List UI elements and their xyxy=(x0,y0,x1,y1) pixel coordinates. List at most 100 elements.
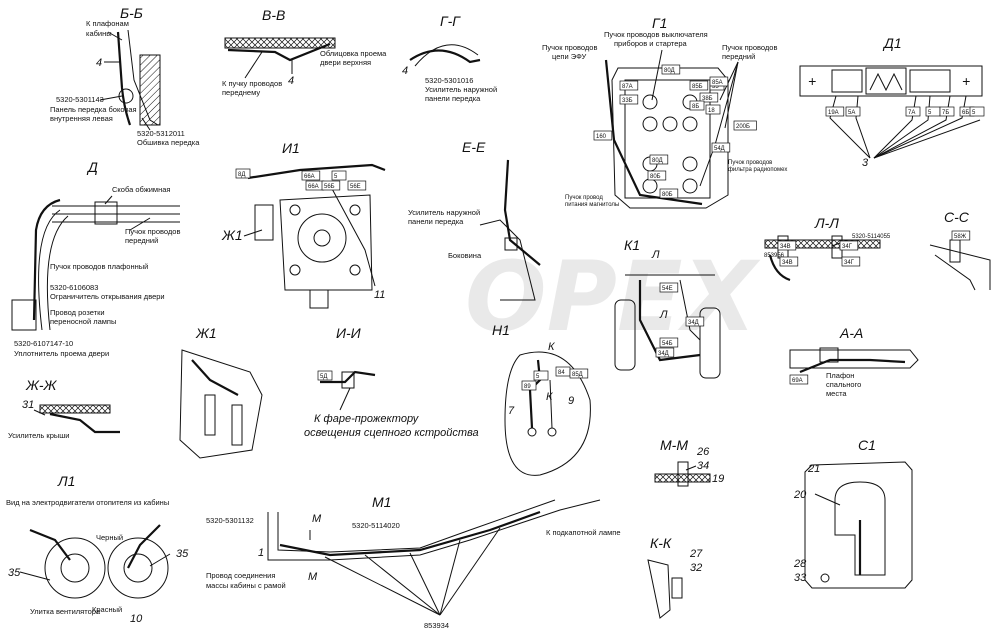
kk-label-2: 32 xyxy=(690,562,702,574)
ii-label-2: освещения сцепного кстройства xyxy=(304,427,479,439)
d-label-7: Провод розетки xyxy=(50,308,105,317)
section-title-mm: М-М xyxy=(660,437,688,453)
wire-tag-label: 87А xyxy=(622,84,633,90)
wire-tag-box xyxy=(709,76,729,87)
section-title-i1: И1 xyxy=(282,140,300,156)
wire-tag-box xyxy=(619,80,639,91)
zh1-block xyxy=(179,349,263,459)
bb-hatch xyxy=(139,54,161,126)
i1-label-2: 11 xyxy=(374,289,385,301)
k1-label-2: Л xyxy=(659,309,668,321)
wire-tag-box xyxy=(685,316,705,327)
wire-tag-box xyxy=(661,64,681,75)
ee-label-2: панели передка xyxy=(408,217,464,226)
bb-label-8: Обшивка передка xyxy=(137,138,200,147)
section-title-l1: Л1 xyxy=(57,473,75,489)
vv-label-2: двери верхняя xyxy=(320,58,371,67)
k1-lamp-right xyxy=(699,307,721,379)
ee-label-3: Боковина xyxy=(448,251,482,260)
bb-wire-clip xyxy=(118,88,134,104)
wire-tag-label: 18 xyxy=(708,108,715,114)
wire-tag-label: 5 xyxy=(928,110,932,116)
bb-label-7: 5320-5312011 xyxy=(137,129,185,138)
wire-tag-label: 33Б xyxy=(622,98,633,104)
wire-tag-label: 54Е xyxy=(662,286,673,292)
bb-label-4: 5320-5301143 xyxy=(56,95,104,104)
wire-tag-box xyxy=(905,106,921,117)
g1-label-4: цепи ЭФУ xyxy=(552,52,586,61)
l1-label-6: Красный xyxy=(92,605,122,614)
wire-tag-label: 5 xyxy=(536,374,540,380)
l1-fan-left xyxy=(44,537,106,599)
wire-tag-label: 8Д xyxy=(238,172,245,178)
m1-label-8: М xyxy=(308,571,318,583)
c1-label-4: 33 xyxy=(794,572,807,584)
ee-wire xyxy=(503,159,541,266)
wire-tag-box xyxy=(659,188,679,199)
ee-label-1: Усилитель наружной xyxy=(408,208,480,217)
wire-tag-box xyxy=(347,180,367,191)
wire-tag-label: 34Г xyxy=(842,244,853,250)
mm-label-3: 19 xyxy=(712,473,724,485)
watermark-logo: OPEX xyxy=(465,241,761,353)
wire-tag-box xyxy=(317,370,333,381)
wire-tag-box xyxy=(533,370,549,381)
section-title-zhzh: Ж-Ж xyxy=(25,377,58,393)
g1-label-1: Пучок проводов выключателя xyxy=(604,30,708,39)
wire-tag-label: 56Е xyxy=(350,184,361,190)
section-title-d1: Д1 xyxy=(882,35,902,51)
section-title-n1: Н1 xyxy=(492,322,510,338)
i1-wire xyxy=(247,163,386,180)
wire-tag-box xyxy=(689,100,705,111)
m1-label-4: К подкапотной лампе xyxy=(546,528,621,537)
wire-tag-label: 85Б xyxy=(692,84,703,90)
wire-tag-box xyxy=(841,256,861,267)
section-title-g1: Г1 xyxy=(652,15,667,31)
l1-label-2: Черный xyxy=(96,533,123,542)
section-l1: Л1 Вид на электродвигатели отопителя из … xyxy=(6,473,189,625)
n1-label-3: 7 xyxy=(508,405,515,417)
kk-label-1: 27 xyxy=(689,548,703,560)
wire-tag-label: 80Д xyxy=(652,158,663,164)
wire-tag-box xyxy=(659,282,679,293)
wire-tag-label: 80Б xyxy=(662,192,673,198)
wire-tag-box xyxy=(699,92,719,103)
section-bb: Б-Б К плафонам кабины 4 5320-5301143 Пан… xyxy=(50,5,200,147)
wire-tag-label: 5 xyxy=(972,110,976,116)
section-title-zh1: Ж1 xyxy=(195,325,217,341)
zhzh-label-1: 31 xyxy=(22,399,34,411)
m1-label-3: 5320-5114020 xyxy=(352,521,400,530)
wire-tag-label: 34В xyxy=(782,260,793,266)
wire-tag-box xyxy=(779,256,799,267)
section-title-vv: В-В xyxy=(262,7,285,23)
wire-tag-label: 54Б xyxy=(662,341,673,347)
wire-tag-label: 80Д xyxy=(664,68,675,74)
bb-label-3: 4 xyxy=(96,57,102,69)
wire-tag-label: 5 xyxy=(334,174,338,180)
section-zhzh: Ж-Ж 31 Усилитель крыши xyxy=(8,377,120,440)
d-label-6: Ограничитель открывания двери xyxy=(50,292,165,301)
aa-lamp xyxy=(789,349,919,369)
ii-label-1: К фаре-прожектору xyxy=(314,413,420,425)
c1-label-2: 20 xyxy=(793,489,807,501)
wire-tag-box xyxy=(655,347,675,358)
wire-tag-label: 69А xyxy=(792,378,803,384)
svg-text:+: + xyxy=(962,73,970,89)
mm-label-1: 26 xyxy=(696,446,710,458)
wire-tag-label: 66А xyxy=(304,174,315,180)
wire-tag-box xyxy=(845,106,861,117)
wire-tag-label: 34Г xyxy=(844,260,855,266)
section-title-k1: К1 xyxy=(624,237,640,253)
section-title-ee: Е-Е xyxy=(462,139,486,155)
wire-tag-label: 34В xyxy=(780,244,791,250)
section-title-gg: Г-Г xyxy=(440,13,461,29)
wire-tag-label: 84 xyxy=(558,370,565,376)
section-title-ii: И-И xyxy=(336,325,362,341)
vv-label-5: 4 xyxy=(288,75,294,87)
wire-tag-box xyxy=(301,170,321,181)
section-title-ll: Л-Л xyxy=(814,215,839,231)
vv-label-4: переднему xyxy=(222,88,260,97)
wire-tag-box xyxy=(659,337,679,348)
section-title-bb: Б-Б xyxy=(120,5,143,21)
